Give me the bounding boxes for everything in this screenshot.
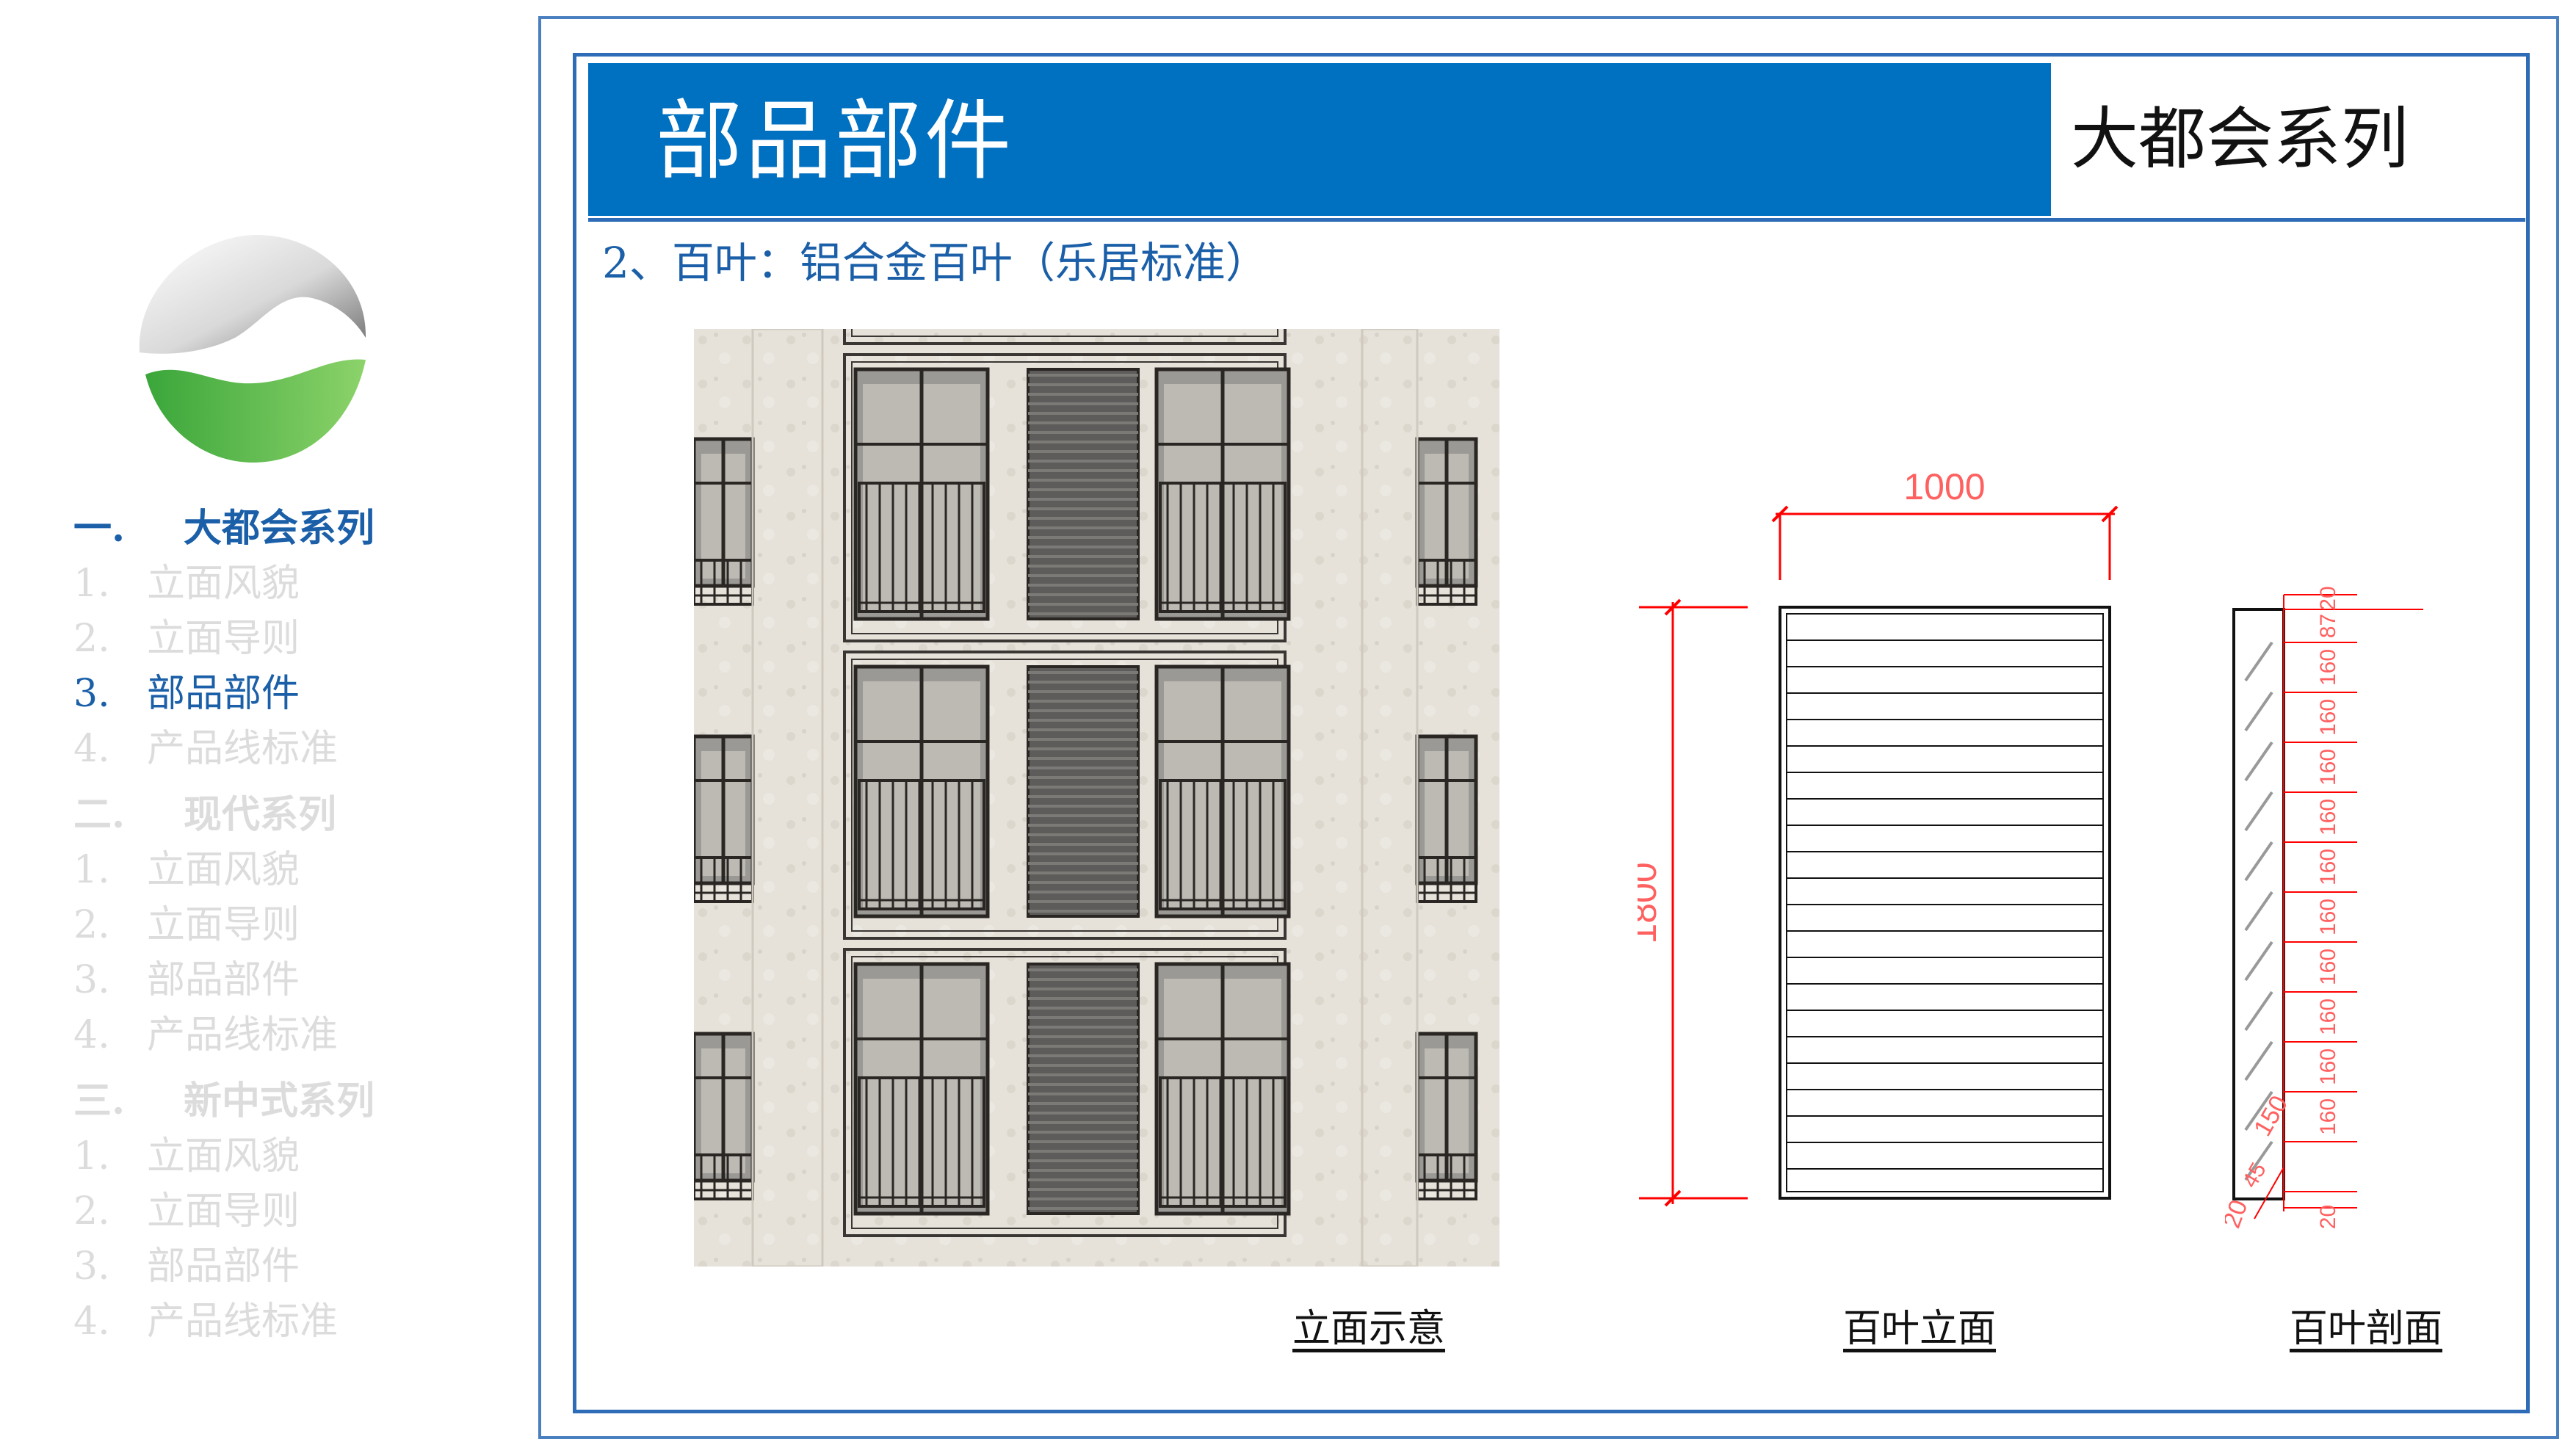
nav-label: 立面导则 <box>147 1189 300 1233</box>
nav-label: 新中式系列 <box>184 1079 375 1123</box>
section-dimension: 160 <box>2316 649 2340 686</box>
nav-section-0[interactable]: 一. 大都会系列 <box>73 507 375 551</box>
outer-frame <box>538 16 2559 1439</box>
nav-label: 立面风貌 <box>147 848 300 892</box>
caption-elevation: 百叶立面 <box>1843 1307 1997 1351</box>
section-dimension: 160 <box>2316 949 2340 985</box>
nav-label: 立面风貌 <box>147 1134 300 1178</box>
nav-number: 三. <box>73 1079 126 1123</box>
nav-number: 4. <box>73 1300 110 1344</box>
header-divider <box>588 218 2525 222</box>
nav-label: 立面风貌 <box>147 562 300 606</box>
section-dimension: 160 <box>2316 1048 2340 1085</box>
section-dimension: 20 <box>2316 1205 2340 1229</box>
section-dimension: 160 <box>2316 849 2340 885</box>
nav-label: 产品线标准 <box>147 727 339 771</box>
nav-label: 产品线标准 <box>147 1013 339 1057</box>
section-dimension: 20 <box>2316 586 2340 610</box>
nav-number: 二. <box>73 792 126 837</box>
nav-label: 立面导则 <box>147 617 300 661</box>
facade-rendering <box>694 329 1499 1267</box>
section-dimension: 160 <box>2316 699 2340 736</box>
section-dimension: 160 <box>2316 899 2340 935</box>
nav-label: 大都会系列 <box>184 506 375 551</box>
section-dimension: 87 <box>2316 614 2340 638</box>
height-dimension: 1800 <box>1638 862 1664 943</box>
section-dimension: 160 <box>2316 1098 2340 1135</box>
nav-item-8[interactable]: 3. 部品部件 <box>73 958 300 1002</box>
nav-item-7[interactable]: 2. 立面导则 <box>73 903 300 947</box>
nav-number: 4. <box>73 727 110 771</box>
nav-item-14[interactable]: 4. 产品线标准 <box>73 1300 338 1344</box>
series-title: 大都会系列 <box>2071 100 2409 178</box>
nav-item-1[interactable]: 1. 立面风貌 <box>73 562 300 606</box>
nav-label: 立面导则 <box>147 903 300 947</box>
nav-number: 3. <box>73 672 110 716</box>
section-dimension: 160 <box>2316 799 2340 836</box>
nav-item-13[interactable]: 3. 部品部件 <box>73 1244 300 1289</box>
nav-item-3[interactable]: 3. 部品部件 <box>73 672 300 716</box>
nav-item-9[interactable]: 4. 产品线标准 <box>73 1013 338 1057</box>
nav-section-5[interactable]: 二. 现代系列 <box>73 793 336 837</box>
width-dimension: 1000 <box>1903 466 1985 507</box>
louver-elevation-drawing: 1000 1800 <box>1638 466 2119 1207</box>
nav-number: 2. <box>73 903 110 947</box>
brand-logo <box>139 235 366 463</box>
nav-number: 1. <box>73 848 110 892</box>
nav-number: 4. <box>73 1013 110 1057</box>
nav-label: 部品部件 <box>147 1244 300 1289</box>
nav-item-11[interactable]: 1. 立面风貌 <box>73 1134 300 1178</box>
section-subtitle: 2、百叶：铝合金百叶（乐居标准） <box>602 238 1268 288</box>
nav-label: 产品线标准 <box>147 1300 339 1344</box>
nav-label: 部品部件 <box>147 958 300 1002</box>
nav-label: 部品部件 <box>147 672 300 716</box>
section-dimension: 160 <box>2316 749 2340 786</box>
page-title: 部品部件 <box>656 90 1015 192</box>
nav-number: 1. <box>73 562 110 606</box>
nav-number: 1. <box>73 1134 110 1178</box>
nav-label: 现代系列 <box>184 792 337 837</box>
nav-section-10[interactable]: 三. 新中式系列 <box>73 1079 375 1123</box>
caption-facade: 立面示意 <box>1292 1307 1446 1351</box>
nav-number: 2. <box>73 617 110 661</box>
nav-item-6[interactable]: 1. 立面风貌 <box>73 848 300 892</box>
nav-number: 一. <box>73 506 126 551</box>
nav-item-4[interactable]: 4. 产品线标准 <box>73 727 338 771</box>
nav-item-12[interactable]: 2. 立面导则 <box>73 1189 300 1233</box>
nav-number: 3. <box>73 1244 110 1289</box>
nav-number: 2. <box>73 1189 110 1233</box>
nav-number: 3. <box>73 958 110 1002</box>
header-bar <box>588 63 2051 216</box>
content-frame <box>573 53 2530 1413</box>
gap-dimension: 20 <box>2225 1196 2253 1232</box>
caption-section: 百叶剖面 <box>2290 1307 2443 1351</box>
nav-item-2[interactable]: 2. 立面导则 <box>73 617 300 661</box>
section-dimension: 160 <box>2316 999 2340 1035</box>
